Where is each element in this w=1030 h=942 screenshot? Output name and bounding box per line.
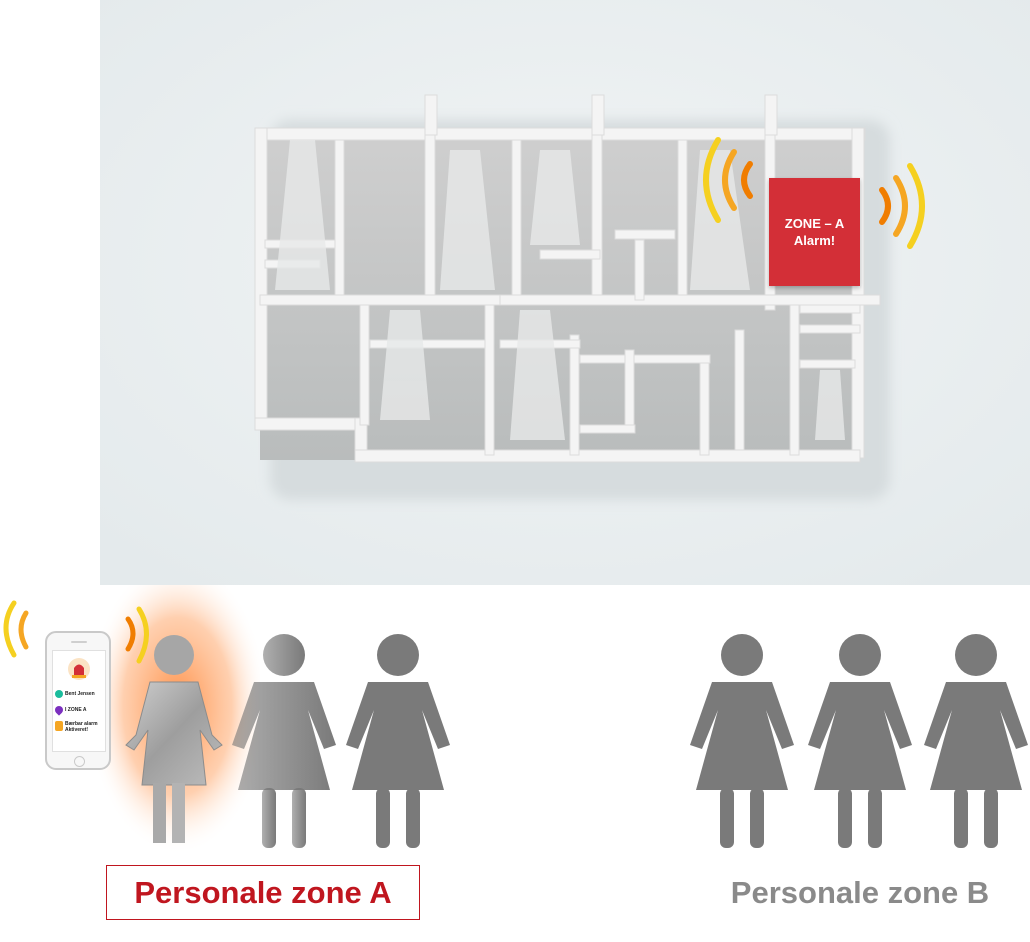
phone-speaker	[71, 641, 87, 643]
staff-scene	[3, 585, 1028, 855]
zone-alarm-box: ZONE – A Alarm!	[769, 178, 860, 286]
zone-alarm-text: Alarm!	[793, 233, 836, 248]
zone-a-text: Personale zone A	[134, 874, 392, 910]
location-pin-icon	[53, 704, 65, 716]
alarm-icon	[55, 721, 63, 731]
phone-status-row: Bærbar alarm Aktiveret!	[55, 721, 98, 733]
person-icon	[924, 634, 1028, 848]
floorplan-3d	[100, 0, 1030, 585]
person-icon	[808, 634, 912, 848]
phone-user-name: Bent Jensen	[65, 691, 95, 697]
person-icon	[232, 634, 336, 848]
siren-icon	[68, 658, 90, 680]
person-icon	[125, 635, 223, 843]
phone-zone-row: I ZONE A	[53, 704, 87, 716]
phone-screen: Bent Jensen I ZONE A Bærbar alarm Aktive…	[52, 650, 106, 752]
person-icon	[690, 634, 794, 848]
zone-b-label: Personale zone B	[705, 865, 1015, 920]
signal-waves-icon	[879, 163, 925, 249]
phone-zone: I ZONE A	[65, 707, 87, 713]
signal-waves-icon	[703, 137, 753, 223]
zone-a-label: Personale zone A	[106, 865, 420, 920]
phone-home-button	[74, 756, 85, 767]
zone-alarm-title: ZONE – A	[784, 216, 845, 231]
smartphone: Bent Jensen I ZONE A Bærbar alarm Aktive…	[45, 631, 111, 770]
user-icon	[55, 690, 63, 698]
signal-waves-icon	[3, 600, 149, 664]
zone-b-text: Personale zone B	[730, 874, 990, 910]
phone-status-line1: Bærbar alarm	[65, 721, 98, 727]
person-icon	[346, 634, 450, 848]
phone-status-line2: Aktiveret!	[65, 727, 89, 733]
phone-user-row: Bent Jensen	[55, 690, 95, 698]
